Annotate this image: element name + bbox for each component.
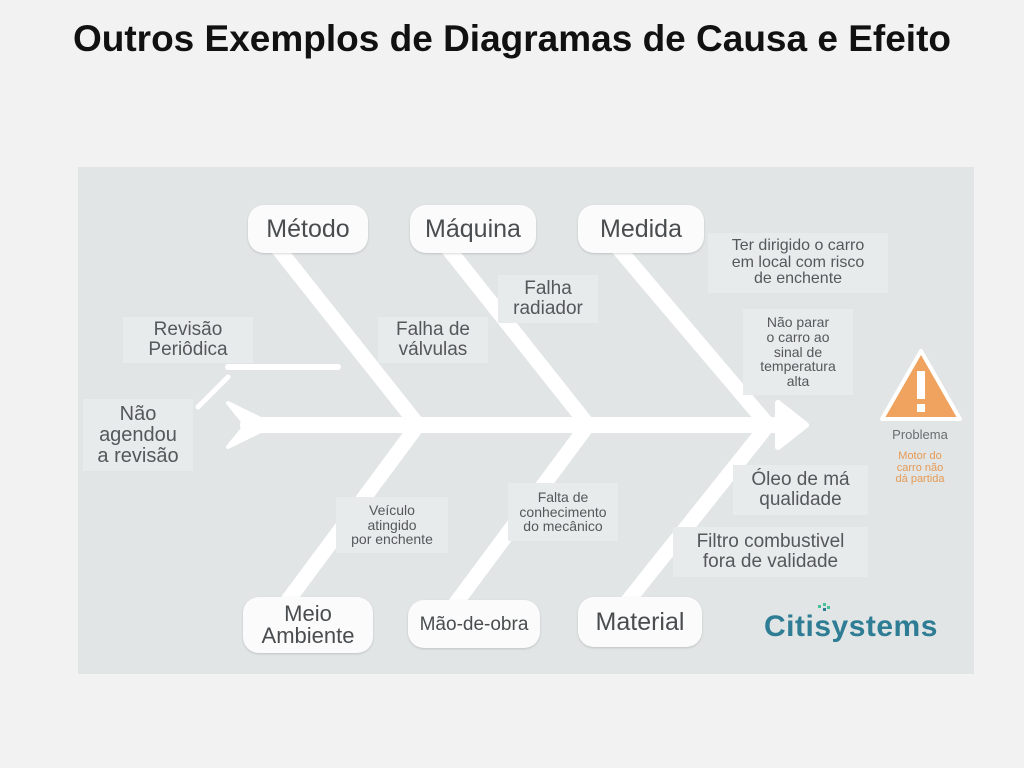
category-meio-ambiente: Meio Ambiente bbox=[243, 597, 373, 653]
cause-filtro-combustivel: Filtro combustivel fora de validade bbox=[673, 527, 868, 577]
cause-nao-parar: Não parar o carro ao sinal de temperatur… bbox=[743, 309, 853, 395]
bone-medida bbox=[605, 234, 776, 433]
bone-material bbox=[615, 417, 776, 615]
cause-falha-valvulas: Falha de válvulas bbox=[378, 317, 488, 363]
cause-ter-dirigido: Ter dirigido o carro em local com risco … bbox=[708, 233, 888, 293]
slide-title: Outros Exemplos de Diagramas de Causa e … bbox=[72, 18, 951, 59]
fishbone-diagram: Método Máquina Medida Meio Ambiente Mão-… bbox=[78, 167, 974, 674]
connector-nao-agendou bbox=[195, 374, 231, 410]
category-metodo: Método bbox=[248, 205, 368, 253]
category-medida: Medida bbox=[578, 205, 704, 253]
bone-metodo bbox=[265, 234, 426, 433]
cause-falha-radiador: Falha radiador bbox=[498, 275, 598, 323]
bone-maquina bbox=[435, 234, 596, 433]
category-maquina: Máquina bbox=[410, 205, 536, 253]
head-arrow bbox=[775, 400, 809, 450]
cause-falta-conhecimento: Falta de conhecimento do mecânico bbox=[508, 483, 618, 541]
category-material: Material bbox=[578, 597, 702, 647]
cause-veiculo-atingido: Veículo atingido por enchente bbox=[336, 497, 448, 553]
logo-dots-icon bbox=[818, 603, 830, 611]
cause-oleo-ma-qualidade: Óleo de má qualidade bbox=[733, 465, 868, 515]
warning-icon bbox=[880, 349, 962, 421]
problem-label: Problema bbox=[892, 427, 948, 442]
cause-nao-agendou: Não agendou a revisão bbox=[83, 399, 193, 471]
problem-description: Motor do carro não dá partida bbox=[895, 450, 945, 486]
cause-revisao-periodica: Revisão Periôdica bbox=[123, 317, 253, 363]
citisystems-logo: Citisystems bbox=[764, 610, 938, 643]
category-mao-de-obra: Mão-de-obra bbox=[408, 600, 540, 648]
tail-shape bbox=[226, 401, 275, 449]
